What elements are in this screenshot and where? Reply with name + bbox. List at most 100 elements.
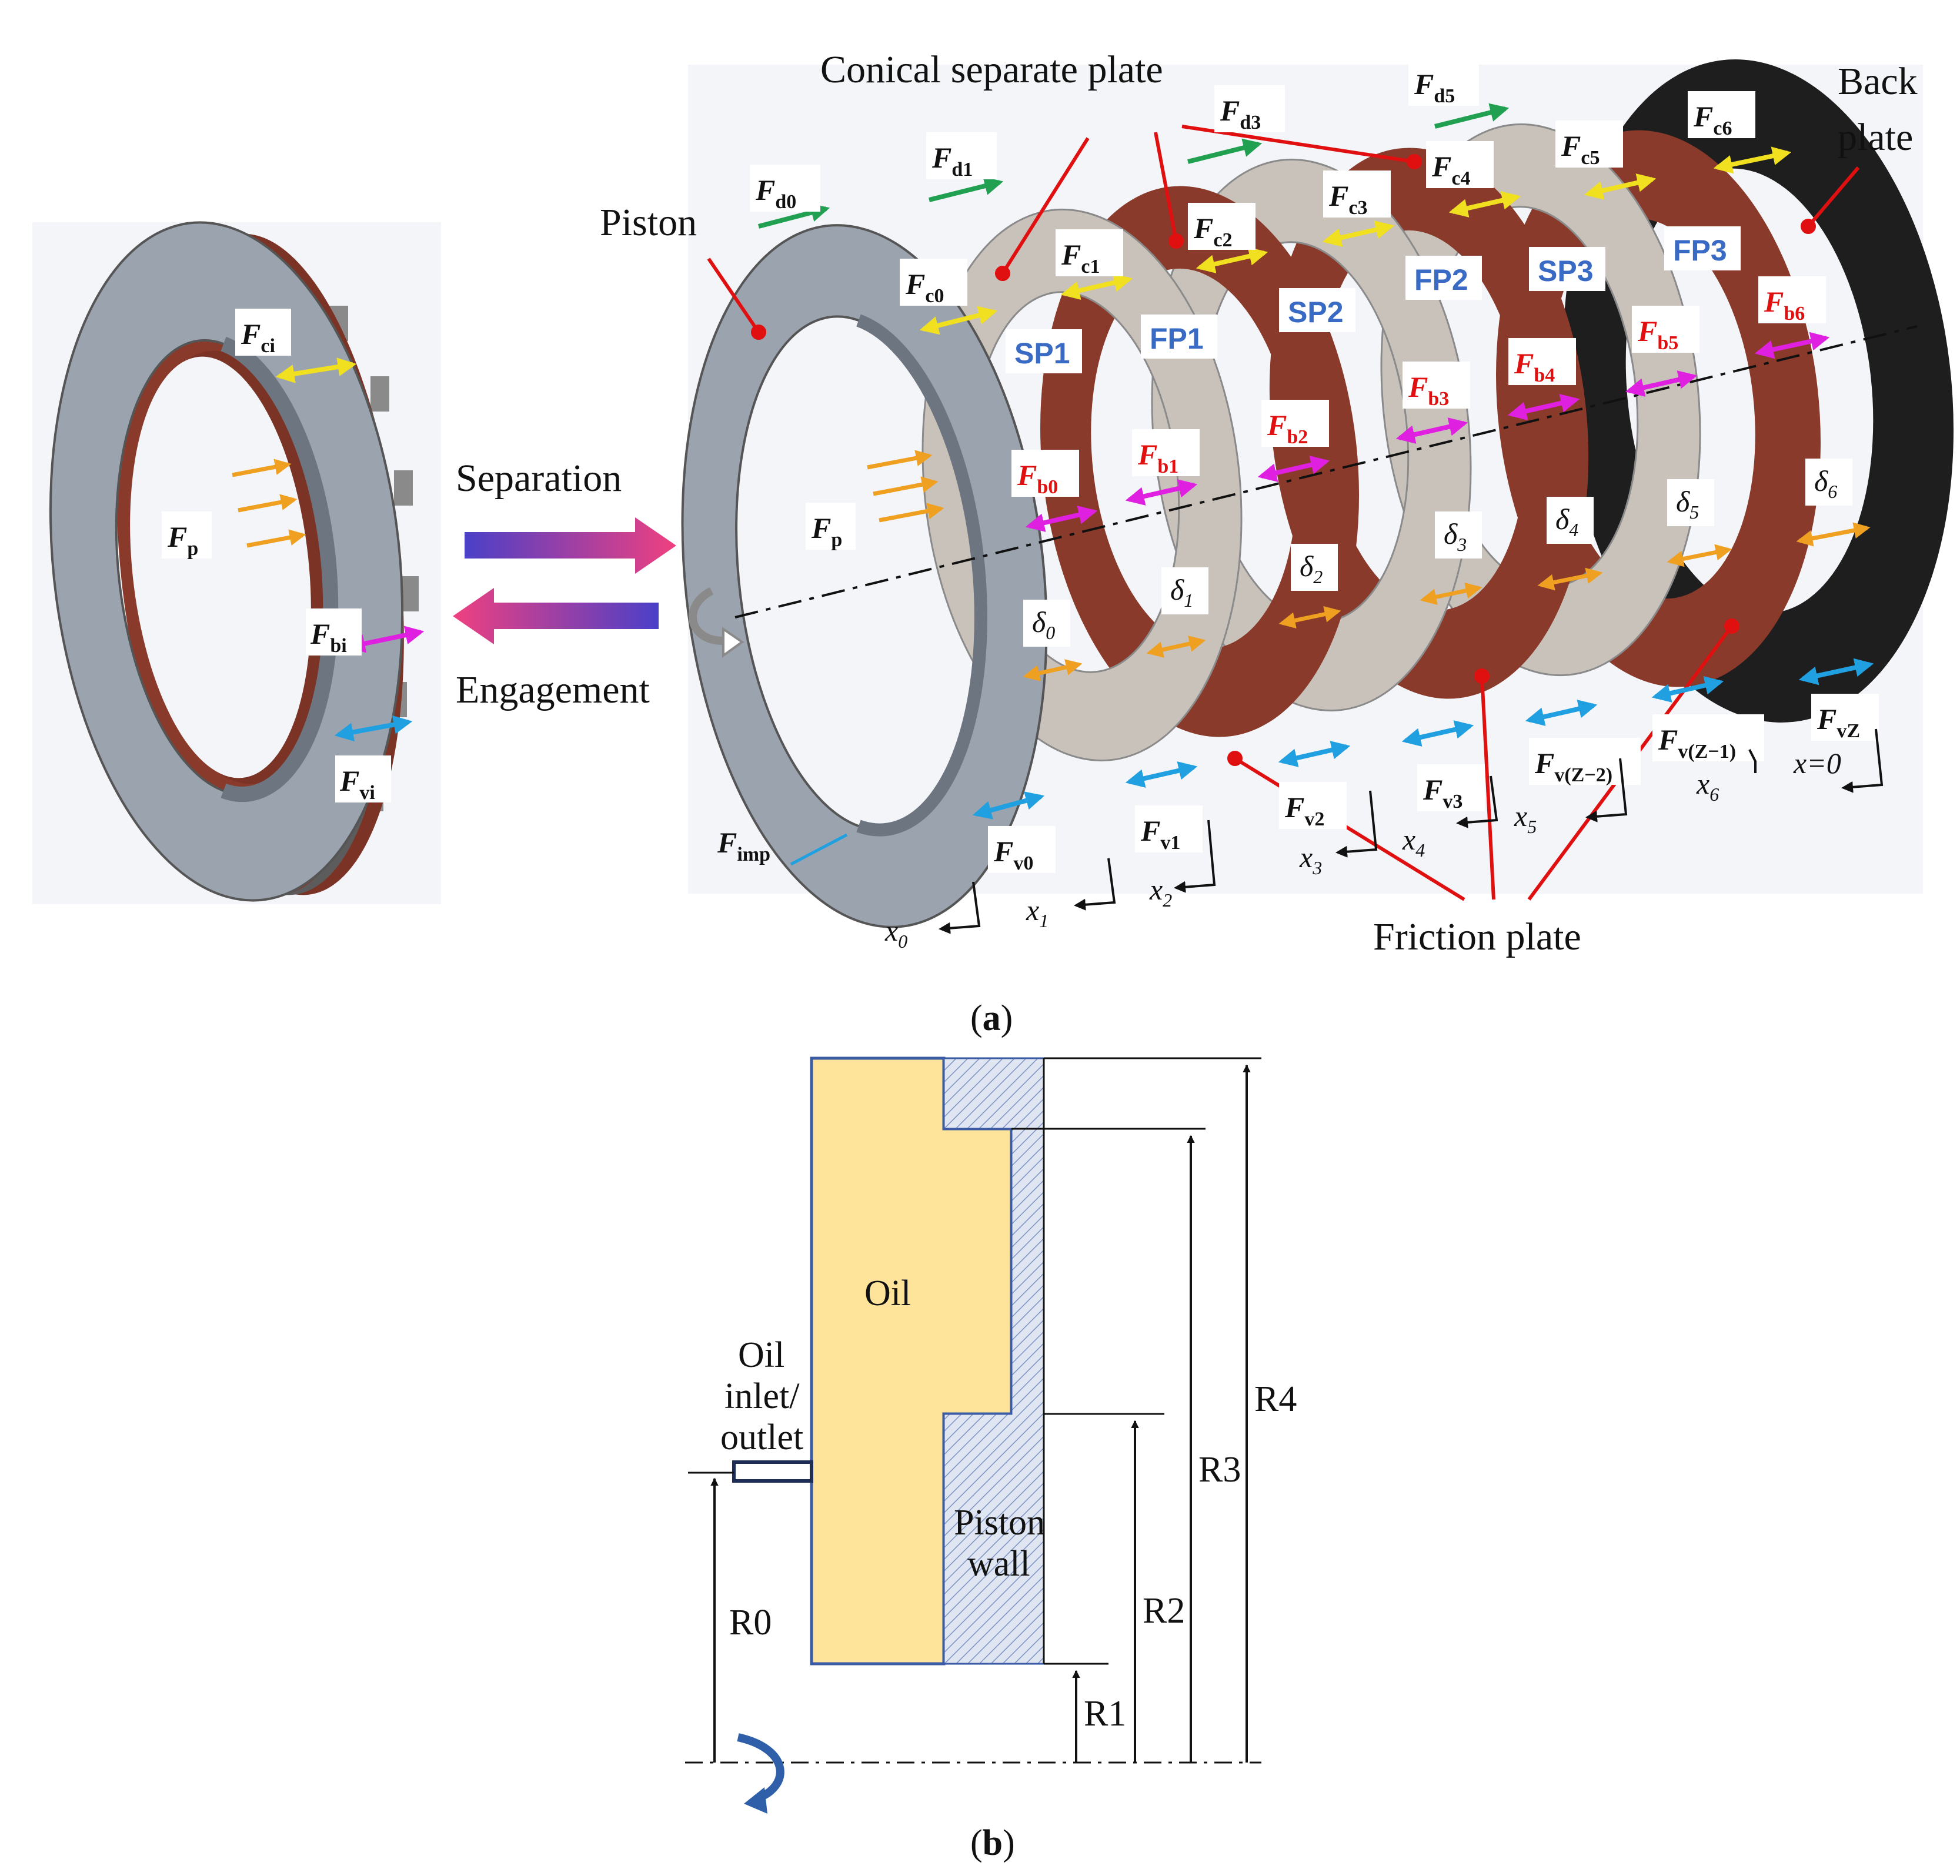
radius-label-r2: R2 xyxy=(1143,1591,1185,1631)
forces-d: Fd0 Fd1 Fd3 Fd5 xyxy=(750,59,1510,229)
pointer-back-plate xyxy=(1801,166,1860,234)
force-label-v3: Fv3 xyxy=(1423,773,1463,812)
inlet-label-line2: inlet/ xyxy=(724,1376,800,1416)
label-back: Back xyxy=(1838,60,1918,103)
gap-label-0: δ0 xyxy=(1032,606,1055,643)
oil-chamber-diagram: Oil Oil inlet/ outlet Piston wall R0 R1 … xyxy=(685,1056,1297,1814)
svg-text:x1: x1 xyxy=(1026,894,1049,931)
force-label-b1: Fb1 xyxy=(1137,438,1178,477)
forces-v: Fv0 Fv1 Fv2 Fv3 Fv(Z−2) Fv(Z−1) FvZ xyxy=(972,658,1879,874)
caption-a: (a) xyxy=(970,998,1013,1038)
radius-label-r3: R3 xyxy=(1198,1450,1241,1490)
radius-dimensions xyxy=(710,1064,1251,1763)
force-imp: Fimp xyxy=(717,826,848,866)
force-label-c4: Fc4 xyxy=(1431,150,1470,189)
svg-text:x2: x2 xyxy=(1149,873,1172,911)
svg-text:Fbi: Fbi xyxy=(310,617,347,657)
plate-label-sp1: SP1 xyxy=(1014,337,1070,370)
svg-text:Fvi: Fvi xyxy=(339,764,375,804)
pointer-friction xyxy=(1227,618,1739,901)
force-label-v2: Fv2 xyxy=(1284,791,1324,830)
separation-arrow xyxy=(465,517,676,574)
separation-label: Separation xyxy=(456,457,622,500)
plate-label-sp2: SP2 xyxy=(1288,296,1344,329)
force-label-d0: Fd0 xyxy=(755,173,796,213)
caption-b: (b) xyxy=(970,1823,1015,1863)
svg-text:x0: x0 xyxy=(884,914,907,952)
force-label-vz: FvZ xyxy=(1817,703,1860,742)
force-label-bi: Fbi xyxy=(306,608,362,657)
force-label-v-z-2: Fv(Z−2) xyxy=(1534,747,1612,786)
label-friction-plate: Friction plate xyxy=(1373,915,1581,958)
force-label-v1: Fv1 xyxy=(1140,814,1180,854)
piston-wall-label-line1: Piston xyxy=(954,1503,1045,1543)
force-label-b6: Fb6 xyxy=(1764,285,1805,325)
force-arrows-p: Fp xyxy=(806,450,944,551)
engagement-arrow xyxy=(453,588,659,644)
inlet-label-line3: outlet xyxy=(720,1417,803,1457)
label-conical-separate-plate: Conical separate plate xyxy=(820,48,1163,91)
label-back-plate: plate xyxy=(1838,116,1913,159)
force-label-c5: Fc5 xyxy=(1561,129,1600,169)
exploded-clutch-view: Conical separate plate Piston Back plate… xyxy=(600,48,1954,958)
svg-text:x=0: x=0 xyxy=(1793,747,1841,780)
force-label-vi: Fvi xyxy=(335,755,391,804)
radius-label-r4: R4 xyxy=(1254,1379,1297,1419)
label-piston: Piston xyxy=(600,201,697,244)
plate-label-fp1: FP1 xyxy=(1150,322,1204,355)
svg-text:Fci: Fci xyxy=(241,317,275,357)
forces-c: Fc0 Fc1 Fc2 Fc3 Fc4 Fc5 Fc6 xyxy=(900,91,1792,335)
plate-label-fp2: FP2 xyxy=(1414,263,1468,296)
rotation-arrow-a xyxy=(689,587,724,645)
inlet-label-line1: Oil xyxy=(738,1335,784,1375)
x-labels: x0 x1 x2 x3 x4 x5 x6 x=0 xyxy=(884,747,1841,952)
force-label-ci: Fci xyxy=(235,309,291,357)
rotation-arrow-b xyxy=(737,1733,784,1803)
force-label-v-z-1: Fv(Z−1) xyxy=(1658,723,1736,763)
svg-text:x4: x4 xyxy=(1402,823,1425,861)
gap-label-2: δ2 xyxy=(1300,550,1323,587)
force-label-b5: Fb5 xyxy=(1637,315,1678,354)
force-label-p: Fp xyxy=(811,511,842,551)
radius-label-r1: R1 xyxy=(1084,1694,1126,1734)
oil-label: Oil xyxy=(864,1273,911,1313)
svg-text:x5: x5 xyxy=(1514,800,1537,837)
force-label-c6: Fc6 xyxy=(1693,100,1732,139)
force-label-d3: Fd3 xyxy=(1220,94,1261,133)
engagement-label: Engagement xyxy=(456,668,650,711)
gap-label-4: δ4 xyxy=(1555,503,1578,540)
force-label-imp: Fimp xyxy=(717,826,770,865)
svg-text:x3: x3 xyxy=(1299,841,1322,878)
force-label-c3: Fc3 xyxy=(1328,179,1367,219)
force-label-b3: Fb3 xyxy=(1408,370,1449,410)
force-label-b2: Fb2 xyxy=(1267,409,1308,448)
force-label-d1: Fd1 xyxy=(931,141,973,180)
force-label-c0: Fc0 xyxy=(905,267,944,307)
force-label-b0: Fb0 xyxy=(1017,459,1058,498)
force-arrows-p-left xyxy=(232,459,306,548)
force-label-b4: Fb4 xyxy=(1514,347,1555,386)
piston-wall-label-line2: wall xyxy=(967,1544,1030,1584)
gap-label-1: δ1 xyxy=(1170,573,1193,611)
force-label-d5: Fd5 xyxy=(1414,68,1455,107)
radius-label-r0: R0 xyxy=(729,1603,772,1643)
force-label-v0: Fv0 xyxy=(993,835,1033,874)
x-markers xyxy=(939,728,1884,934)
gaps-delta: δ0 δ1 δ2 δ3 δ4 δ5 δ6 xyxy=(1023,459,1871,681)
assembled-clutch-pack: Fci Fp Fbi Fvi xyxy=(32,221,441,904)
force-label-c2: Fc2 xyxy=(1193,212,1232,251)
forces-b: Fb0 Fb1 Fb2 Fb3 Fb4 Fb5 Fb6 xyxy=(1011,276,1830,532)
svg-text:Fp: Fp xyxy=(167,520,198,560)
gap-label-6: δ6 xyxy=(1814,464,1837,502)
force-label-p-left: Fp xyxy=(162,511,212,560)
pointer-piston xyxy=(707,258,766,340)
plate-label-fp3: FP3 xyxy=(1673,234,1727,267)
gap-label-3: δ3 xyxy=(1444,517,1467,555)
extension-lines xyxy=(688,1057,1261,1665)
force-label-c1: Fc1 xyxy=(1061,238,1100,277)
plate-label-sp3: SP3 xyxy=(1538,255,1594,287)
plate-labels: SP1 FP1 SP2 FP2 SP3 FP3 xyxy=(1006,226,1741,373)
svg-text:x6: x6 xyxy=(1696,767,1719,805)
oil-inlet-pipe xyxy=(732,1460,813,1483)
